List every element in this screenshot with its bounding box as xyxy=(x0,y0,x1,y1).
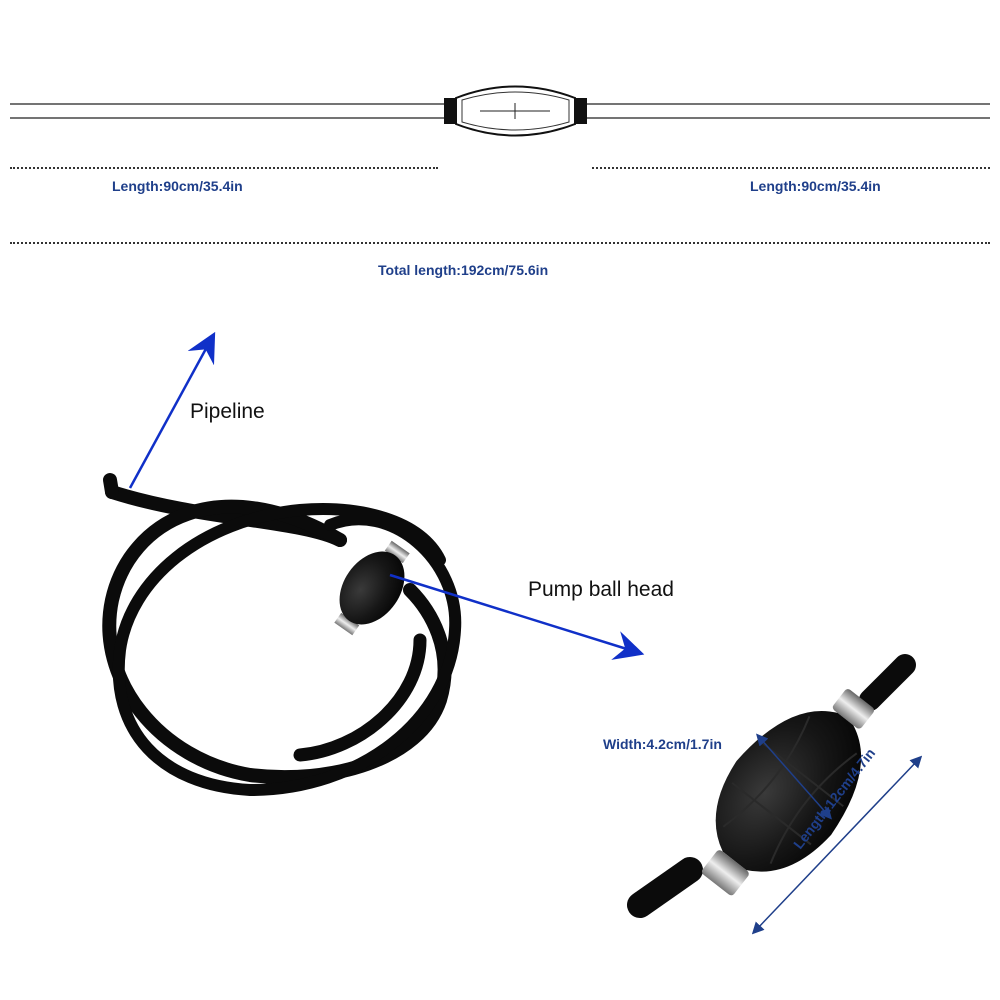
right-dimension-line xyxy=(592,167,990,169)
width-label: Width:4.2cm/1.7in xyxy=(603,736,722,752)
pump-bulb-small xyxy=(334,540,410,636)
bulb-schematic-icon xyxy=(444,85,587,137)
coiled-hose xyxy=(102,473,462,797)
pump-ball-head-label: Pump ball head xyxy=(528,578,674,601)
pump-arrow-icon xyxy=(389,573,645,660)
hose-schematic xyxy=(10,85,990,137)
right-length-label: Length:90cm/35.4in xyxy=(750,178,881,194)
length-dimension-icon xyxy=(751,755,923,935)
total-length-label: Total length:192cm/75.6in xyxy=(378,262,549,278)
left-length-label: Length:90cm/35.4in xyxy=(112,178,243,194)
pump-bulb-closeup xyxy=(627,654,916,918)
total-dimension-line xyxy=(10,242,990,244)
pipeline-arrow-icon xyxy=(128,331,216,489)
pipeline-label: Pipeline xyxy=(190,400,265,423)
left-dimension-line xyxy=(10,167,438,169)
